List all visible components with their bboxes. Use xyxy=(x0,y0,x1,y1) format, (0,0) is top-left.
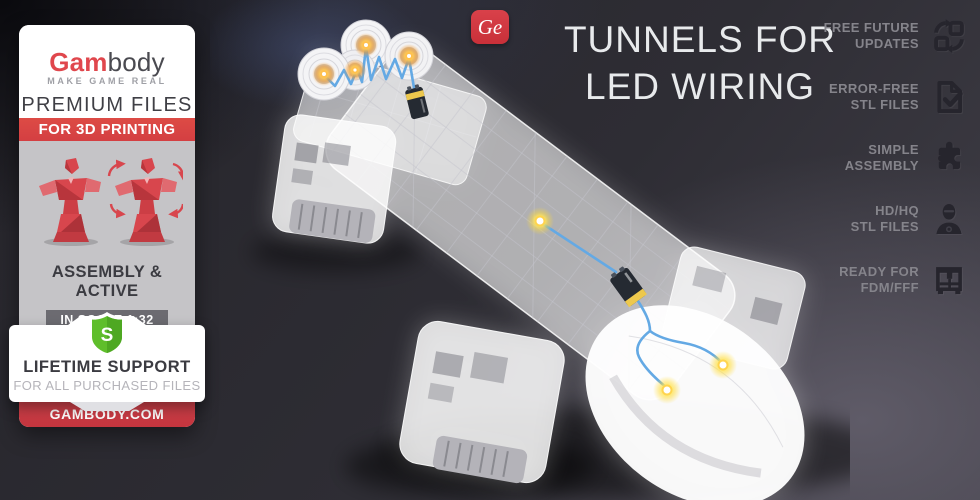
title-line-1: TUNNELS FOR xyxy=(563,19,837,60)
brand-wordmark-red: Gam xyxy=(49,47,108,77)
battery xyxy=(405,84,429,120)
feature-simple-assembly: SIMPLE ASSEMBLY xyxy=(808,138,968,178)
feature-label: ASSEMBLY xyxy=(844,158,919,173)
feature-label: STL FILES xyxy=(850,219,919,234)
led-points xyxy=(312,33,737,404)
sync-icon xyxy=(930,17,968,55)
feature-label: FREE FUTURE xyxy=(823,20,919,35)
printing-banner: FOR 3D PRINTING xyxy=(19,118,195,141)
file-check-icon xyxy=(930,78,968,116)
premium-files-label: PREMIUM FILES xyxy=(21,94,193,116)
feature-label: FDM/FFF xyxy=(860,280,919,295)
brand-header: Gambody MAKE GAME REAL PREMIUM FILES xyxy=(19,25,195,118)
support-title: LIFETIME SUPPORT xyxy=(23,358,191,376)
feature-label: UPDATES xyxy=(855,36,919,51)
nose-cone xyxy=(585,305,805,500)
spaceship-render xyxy=(210,0,850,500)
assembly-figures xyxy=(39,158,188,246)
wire-path xyxy=(538,220,618,274)
feature-label: STL FILES xyxy=(850,97,919,112)
feature-list: FREE FUTURE UPDATES ERROR-FREE STL FILES xyxy=(808,16,968,300)
wire-path xyxy=(636,329,669,390)
bust-icon xyxy=(930,200,968,238)
assembly-active-label: ASSEMBLY & ACTIVE xyxy=(51,263,163,300)
feature-label: HD/HQ xyxy=(875,203,919,218)
puzzle-icon xyxy=(930,139,968,177)
feature-label: READY FOR xyxy=(839,264,919,279)
logo-monogram: Ge xyxy=(477,14,503,39)
feature-label: SIMPLE xyxy=(868,142,919,157)
landing-pod xyxy=(272,114,397,244)
feature-free-future-updates: FREE FUTURE UPDATES xyxy=(808,16,968,56)
wire-path xyxy=(636,299,652,333)
gambody-logo-badge: Ge xyxy=(471,10,509,44)
battery xyxy=(610,266,647,308)
feature-ready-fdm-fff: READY FOR FDM/FFF xyxy=(808,260,968,300)
support-subtitle: FOR ALL PURCHASED FILES xyxy=(13,378,201,393)
support-card: S LIFETIME SUPPORT FOR ALL PURCHASED FIL… xyxy=(9,312,205,402)
brand-tagline: MAKE GAME REAL xyxy=(47,76,167,86)
brand-wordmark-dark: body xyxy=(107,47,165,77)
figure-static xyxy=(39,158,101,246)
printer-icon xyxy=(930,261,968,299)
support-shield-icon: S xyxy=(89,312,125,356)
feature-error-free-stl: ERROR-FREE STL FILES xyxy=(808,77,968,117)
figure-active xyxy=(107,158,188,246)
title-line-2: LED WIRING xyxy=(585,66,815,107)
page-title: TUNNELS FOR LED WIRING xyxy=(553,16,847,110)
feature-hd-hq-stl: HD/HQ STL FILES xyxy=(808,199,968,239)
brand-wordmark: Gambody xyxy=(19,49,195,75)
gambody-site-button[interactable]: GAMBODY.COM xyxy=(19,402,195,427)
shield-letter: S xyxy=(101,325,114,346)
feature-label: ERROR-FREE xyxy=(829,81,919,96)
landing-pod xyxy=(399,320,565,484)
